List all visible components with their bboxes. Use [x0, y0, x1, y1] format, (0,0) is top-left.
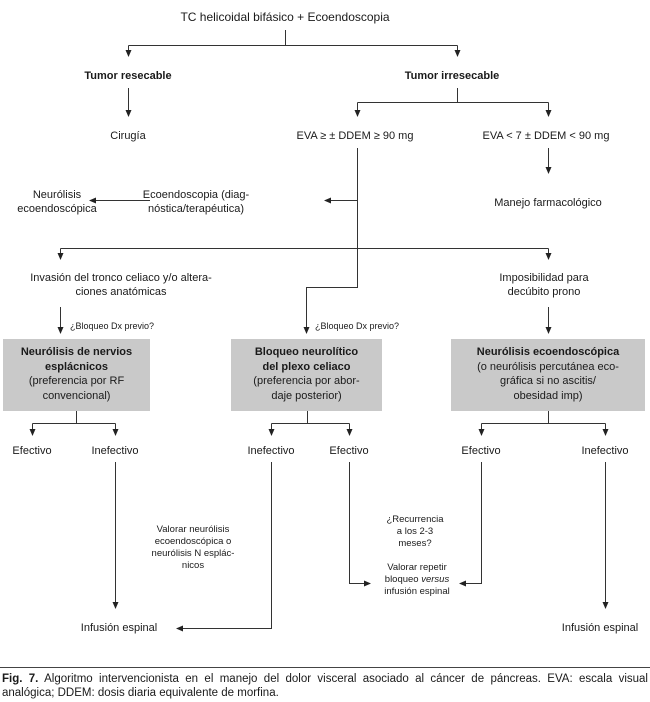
box-bloqueo-plexo-celiaco: Bloqueo neurolítico del plexo celiaco (p…: [231, 339, 382, 411]
annotation-line: a los 2-3: [396, 526, 434, 537]
node-line: Ecoendoscopia (diag-: [142, 189, 250, 201]
figure-caption: Fig. 7. Algoritmo intervencionista en el…: [0, 672, 650, 700]
root-node: TC helicoidal bifásico + Ecoendoscopia: [180, 10, 390, 24]
outcome-efectivo-3: Efectivo: [461, 445, 501, 457]
annotation-line: bloqueo versus: [384, 574, 450, 586]
line-title-split: [128, 30, 458, 46]
node-line: nóstica/terapéutica): [148, 203, 244, 215]
line-box2-split: [271, 411, 350, 424]
outcome-efectivo-2: Efectivo: [329, 445, 369, 457]
line-box3-split: [481, 411, 606, 424]
node-imposibilidad-decubito: Imposibilidad para decúbito prono: [499, 271, 588, 299]
node-ecoendoscopia-diagnostica: Ecoendoscopia (diag- nóstica/terapéutica…: [143, 188, 249, 216]
node-line: ecoendoscópica: [17, 203, 97, 215]
box-line: obesidad imp): [513, 389, 583, 402]
box-line: convencional): [42, 389, 111, 402]
box-line: (o neurólisis percutánea eco-: [477, 360, 619, 373]
node-eva-bajo: EVA < 7 ± DDEM < 90 mg: [482, 130, 610, 142]
annotation-text: bloqueo: [384, 574, 422, 585]
annotation-line: meses?: [398, 538, 432, 549]
annotation-line: nicos: [181, 560, 205, 571]
annotation-line: ecoendoscópica o: [154, 536, 232, 547]
node-tumor-irresecable: Tumor irresecable: [404, 70, 500, 82]
node-infusion-espinal-right: Infusión espinal: [561, 622, 639, 634]
arrow-eva-to-box2: [303, 148, 358, 334]
box-neurolisis-ecoendoscopica: Neurólisis ecoendoscópica (o neurólisis …: [451, 339, 645, 411]
node-line: Neurólisis: [32, 189, 82, 201]
annotation-line: Valorar neurólisis: [156, 524, 230, 535]
node-neurolisis-ecoendoscopica: Neurólisis ecoendoscópica: [17, 188, 97, 216]
outcome-inefectivo-2: Inefectivo: [247, 445, 295, 457]
box-line: Bloqueo neurolítico: [254, 346, 359, 358]
annotation-bloqueo-dx-middle: ¿Bloqueo Dx previo?: [315, 321, 400, 331]
annotation-line: neurólisis N esplác-: [151, 548, 235, 559]
annotation-bloqueo-dx-left: ¿Bloqueo Dx previo?: [70, 321, 155, 331]
caption-divider: [0, 667, 650, 668]
node-cirugia: Cirugía: [110, 130, 146, 142]
outcome-efectivo-1: Efectivo: [12, 445, 52, 457]
node-eva-alto: EVA ≥ ± DDEM ≥ 90 mg: [296, 130, 414, 142]
outcome-inefectivo-1: Inefectivo: [91, 445, 139, 457]
node-line: Invasión del tronco celiaco y/o altera-: [30, 272, 212, 284]
node-infusion-espinal-left: Infusión espinal: [80, 622, 158, 634]
box-line: esplácnicos: [45, 360, 108, 373]
node-manejo-farmacologico: Manejo farmacológico: [494, 197, 602, 209]
node-line: ciones anatómicas: [75, 286, 167, 298]
node-line: Imposibilidad para: [499, 272, 589, 284]
box-line: Neurólisis de nervios: [20, 346, 133, 358]
box-neurolisis-esplacnicos: Neurólisis de nervios esplácnicos (prefe…: [3, 339, 150, 411]
annotation-line: Valorar repetir: [387, 562, 447, 573]
box-line: daje posterior): [271, 389, 342, 402]
caption-text: Algoritmo intervencionista en el manejo …: [2, 673, 648, 699]
node-invasion-tronco-celiaco: Invasión del tronco celiaco y/o altera- …: [30, 271, 212, 299]
line-box1-split: [32, 411, 116, 424]
arrow-efectivo2-to-valorar: [349, 462, 371, 587]
annotation-text-italic: versus: [421, 574, 450, 585]
node-line: decúbito prono: [507, 286, 581, 298]
annotation-valorar-neurolisis: Valorar neurólisis ecoendoscópica o neur…: [152, 524, 235, 572]
annotation-recurrencia: ¿Recurrencia a los 2-3 meses?: [386, 514, 443, 550]
box-line: Neurólisis ecoendoscópica: [476, 346, 620, 358]
box-line: gráfica si no ascitis/: [500, 375, 596, 387]
box-line: (preferencia por abor-: [253, 375, 360, 387]
node-tumor-resecable: Tumor resecable: [84, 70, 172, 82]
annotation-line: ¿Recurrencia: [386, 514, 444, 525]
line-irresecable-split: [357, 88, 549, 103]
caption-label: Fig. 7.: [2, 673, 39, 685]
box-line: del plexo celiaco: [262, 360, 351, 373]
box-line: (preferencia por RF: [28, 375, 125, 387]
annotation-valorar-repetir: Valorar repetir bloqueo versus infusión …: [384, 562, 450, 598]
outcome-inefectivo-3: Inefectivo: [581, 445, 629, 457]
arrow-efectivo3-to-valorar: [459, 462, 482, 587]
annotation-line: infusión espinal: [384, 586, 450, 597]
